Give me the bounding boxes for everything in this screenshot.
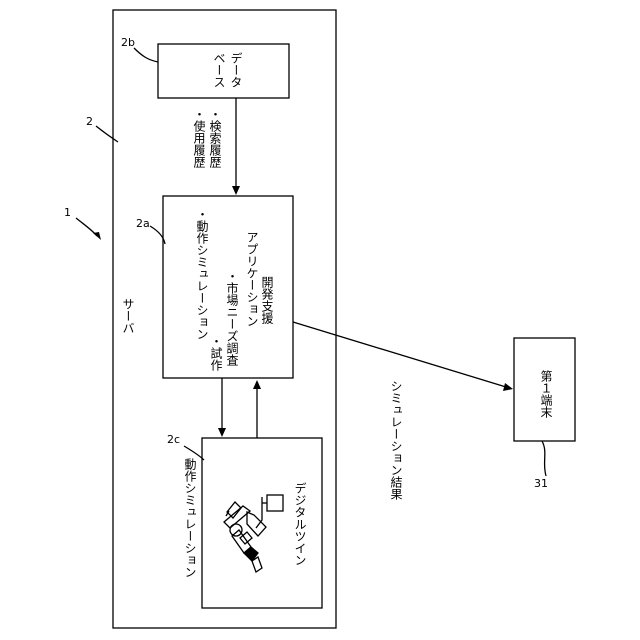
ref-digital-twin: 2c bbox=[167, 434, 180, 445]
ref-server: 2 bbox=[86, 116, 93, 127]
terminal-label: 第１端末 bbox=[538, 370, 553, 418]
application-item-market-research: ・市場ニーズ調査 bbox=[224, 270, 239, 366]
app-to-twin-arrowhead bbox=[218, 428, 226, 437]
server-label: サーバ bbox=[120, 298, 135, 334]
database-label-line-1: データ bbox=[228, 52, 243, 88]
history-arrowhead bbox=[232, 186, 240, 195]
ref-application: 2a bbox=[136, 218, 150, 229]
history-item-usage: ・使用履歴 bbox=[191, 108, 206, 168]
leader-2 bbox=[96, 126, 118, 142]
ref-database: 2b bbox=[121, 37, 135, 48]
leader-31 bbox=[542, 441, 546, 476]
twin-to-app-arrowhead bbox=[253, 380, 261, 389]
result-arrow bbox=[293, 322, 506, 387]
history-item-search: ・検索履歴 bbox=[207, 108, 222, 168]
application-title-line-1: 開発支援 bbox=[259, 276, 274, 324]
digital-twin-caption: 動作シミュレーション bbox=[182, 458, 197, 578]
robot-arm-icon bbox=[224, 495, 283, 572]
application-item-prototype: ・試作 bbox=[208, 335, 223, 371]
ref-terminal: 31 bbox=[534, 478, 548, 489]
leader-2b bbox=[134, 48, 158, 62]
application-item-motion-simulation: ・動作シミュレーション bbox=[194, 208, 209, 340]
result-arrowhead bbox=[503, 383, 513, 391]
ref-system: 1 bbox=[64, 207, 71, 218]
database-label-line-2: ベース bbox=[211, 52, 226, 88]
leader-1-arrowhead bbox=[93, 232, 101, 240]
application-title-line-2: アプリケーション bbox=[244, 231, 259, 327]
digital-twin-label: デジタルツイン bbox=[292, 482, 307, 566]
simulation-result-label: シミュレーション結果 bbox=[388, 380, 403, 500]
